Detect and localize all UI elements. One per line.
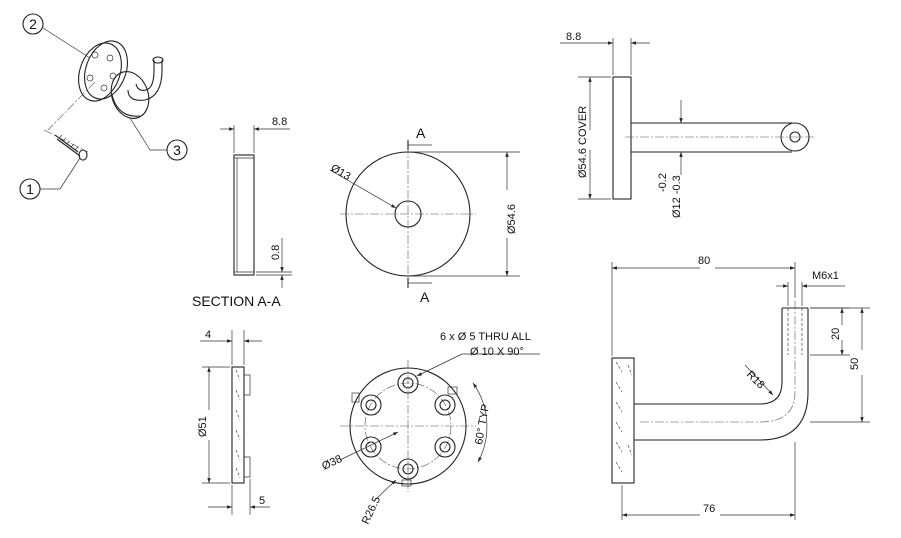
balloon-1-label: 1 [26,181,34,197]
reach-dim: 76 [703,503,715,515]
cut-label-bottom: A [420,289,430,305]
mounting-hole [397,372,419,394]
mounting-hole [360,436,382,458]
cover-front-view: A A Ø13 Ø54.6 [329,125,520,305]
mounting-hole [434,394,456,416]
base-front-view: 6 x Ø 5 THRU ALL Ø 10 X 90° Ø38 60° TYP … [320,331,540,526]
hook-side-view: 80 M6x1 20 50 R18 76 [611,255,870,520]
thread-depth-dim: 20 [830,328,842,340]
cut-label-top: A [416,125,426,141]
thread-dim: M6x1 [812,270,839,282]
balloon-1: 1 [19,157,81,200]
base-dia-dim: Ø51 [197,416,209,437]
section-a-a-view: 8.8 0.8 SECTION A-A [192,116,292,309]
cover-arm-side-view: 8.8 Ø54.6 COVER -0.2 Ø12 -0.3 [560,31,815,218]
angle-dim: 60° TYP [473,403,492,445]
section-width-dim: 8.8 [272,116,287,128]
pcd-dim: Ø38 [320,453,344,473]
mounting-hole [434,436,456,458]
cover-dia-dim: Ø54.6 COVER [577,106,589,178]
hole-callout-line2: Ø 10 X 90° [470,346,524,358]
section-title: SECTION A-A [192,293,281,309]
arm-tol-dim: -0.2 [657,173,669,192]
arm-dia-dim: Ø12 -0.3 [671,175,683,218]
mounting-hole [360,394,382,416]
hook-length-dim: 80 [698,255,710,267]
height-dim: 50 [849,358,861,370]
balloon-3: 3 [129,117,188,161]
section-lip-dim: 0.8 [270,245,282,260]
mounting-hole [397,458,419,480]
balloon-2: 2 [22,13,91,59]
outer-dia-dim: Ø54.6 [506,204,518,234]
side-thickness-dim: 8.8 [566,31,581,43]
base-thickness-dim: 4 [205,329,211,341]
hole-callout-line1: 6 x Ø 5 THRU ALL [440,331,531,343]
base-depth-dim: 5 [259,495,265,507]
balloon-2-label: 2 [29,16,37,32]
base-side-view: 4 Ø51 5 [197,329,270,515]
isometric-exploded-view [43,40,164,161]
balloon-3-label: 3 [173,142,181,158]
bend-radius-dim: R18 [744,369,767,392]
radius-dim: R26.5 [360,495,383,527]
hole-dia-dim: Ø13 [329,162,353,183]
